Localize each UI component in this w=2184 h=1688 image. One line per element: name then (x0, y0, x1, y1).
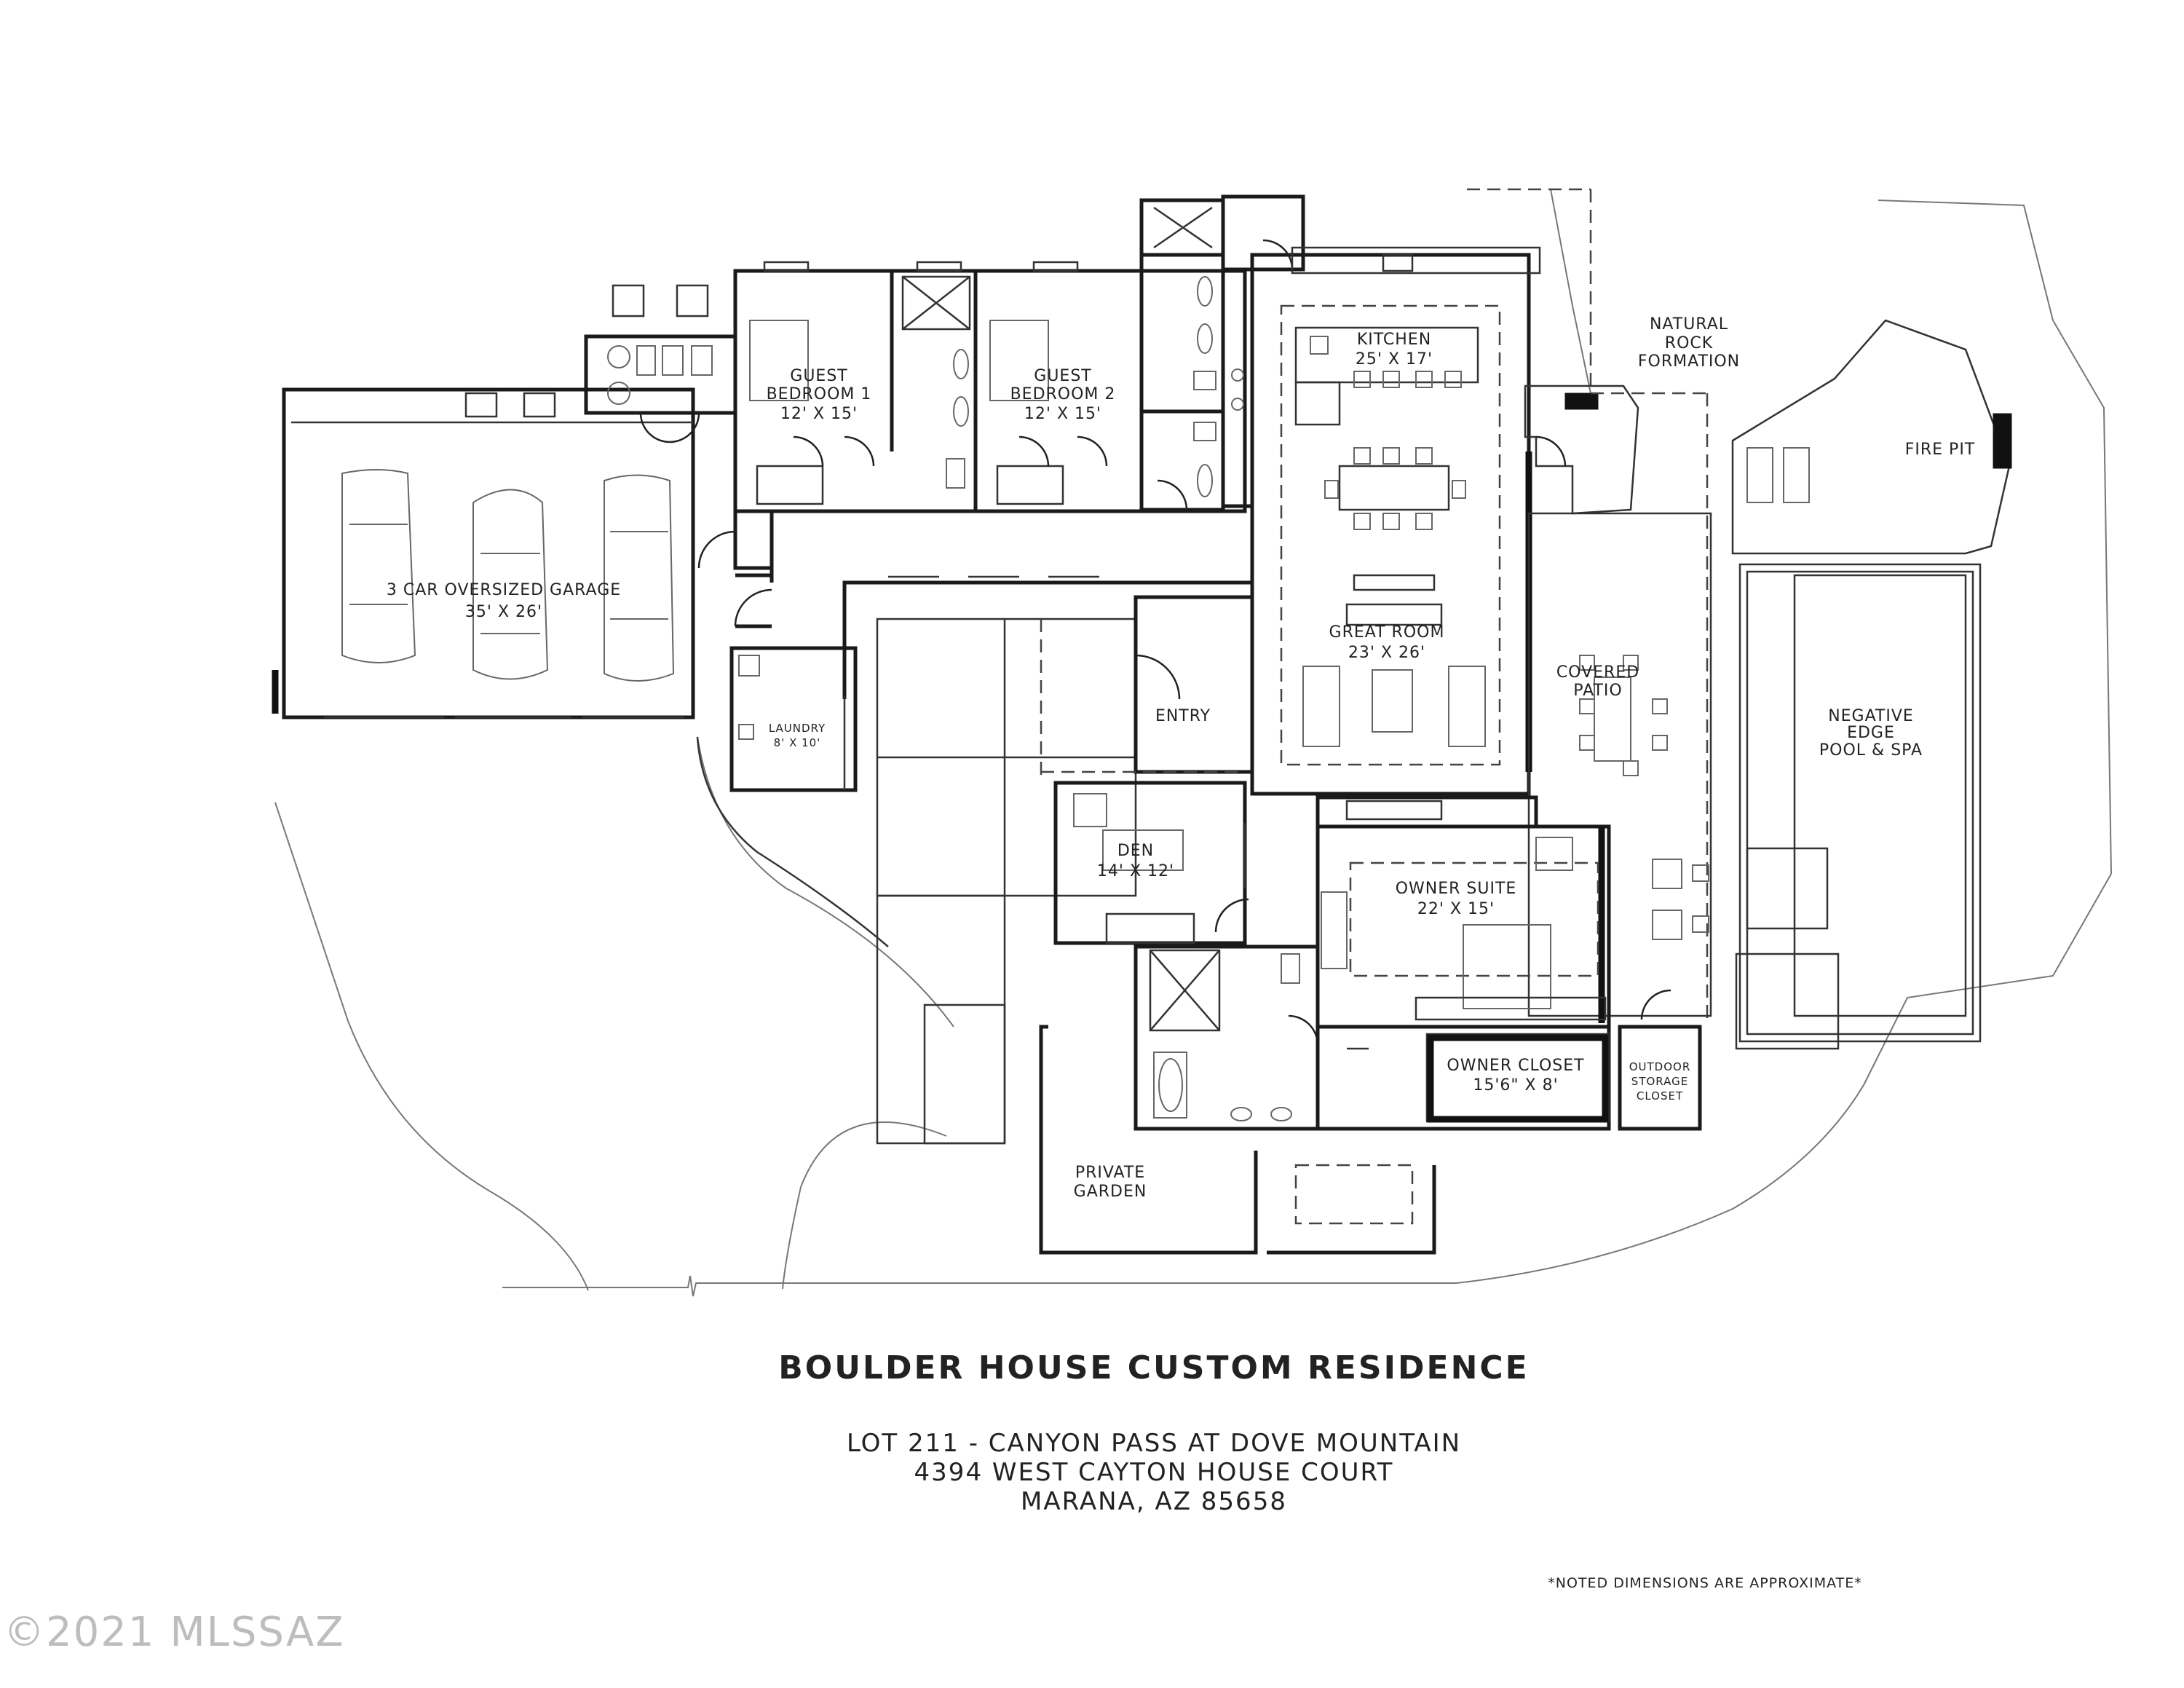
address-line-3: MARANA, AZ 85658 (1021, 1487, 1287, 1516)
garage-cars (341, 469, 675, 682)
laundry-dimensions: 8' X 10' (774, 736, 821, 749)
garage (272, 387, 695, 719)
kitchen-terrace (1291, 188, 1592, 393)
fire-pit-label: FIRE PIT (1905, 441, 1976, 459)
guest-bedroom-2-label-2: BEDROOM 2 (1010, 385, 1116, 403)
owner-closet-label: OWNER CLOSET (1447, 1057, 1584, 1075)
kitchen-dimensions: 25' X 17' (1356, 350, 1433, 368)
great-room-label: GREAT ROOM (1329, 623, 1445, 642)
pool-label-2: EDGE (1847, 724, 1895, 742)
hall-baths (1139, 198, 1225, 512)
private-garden (1039, 1025, 1436, 1255)
room-labels: 3 CAR OVERSIZED GARAGE 35' X 26' GUEST B… (387, 315, 1976, 1201)
courtyard (876, 618, 1137, 1145)
garden-label-2: GARDEN (1074, 1183, 1147, 1201)
garden-label-1: PRIVATE (1075, 1164, 1145, 1182)
entry (1133, 595, 1254, 774)
guest-bedroom-2-dimensions: 12' X 15' (1024, 405, 1101, 423)
owner-suite-dimensions: 22' X 15' (1417, 900, 1495, 918)
fire-pit-terrace (1731, 319, 2012, 555)
den-dimensions: 14' X 12' (1097, 862, 1174, 880)
title-block: BOULDER HOUSE CUSTOM RESIDENCE LOT 211 -… (778, 1349, 1861, 1591)
rock-label-3: FORMATION (1638, 352, 1740, 371)
kitchen-label: KITCHEN (1357, 331, 1431, 349)
storage-closet (1618, 1025, 1702, 1131)
fireplace-rock (1524, 384, 1709, 1019)
owner-closet-dimensions: 15'6" X 8' (1473, 1076, 1558, 1095)
guest-bedroom-1-label-1: GUEST (790, 367, 847, 385)
mudroom (584, 284, 737, 443)
laundry (729, 646, 858, 792)
owner-bath (1133, 944, 1320, 1131)
owner-closet (1315, 1025, 1611, 1131)
copyright-watermark: ©2021 MLSSAZ (4, 1609, 345, 1656)
patio-label-2: PATIO (1573, 682, 1622, 700)
powder-bath (1221, 194, 1305, 508)
laundry-label: LAUNDRY (769, 722, 826, 735)
den (1041, 770, 1249, 945)
dimensions-note: *NOTED DIMENSIONS ARE APPROXIMATE* (1548, 1575, 1861, 1591)
gallery (697, 510, 1252, 699)
storage-label-3: CLOSET (1637, 1089, 1683, 1103)
plan-title: BOULDER HOUSE CUSTOM RESIDENCE (778, 1349, 1530, 1387)
guest-bedroom-1-dimensions: 12' X 15' (780, 405, 858, 423)
entry-label: ENTRY (1155, 707, 1211, 725)
garage-dimensions: 35' X 26' (465, 603, 542, 621)
address-line-1: LOT 211 - CANYON PASS AT DOVE MOUNTAIN (847, 1429, 1461, 1458)
rock-label-1: NATURAL (1650, 315, 1728, 334)
address-line-2: 4394 WEST CAYTON HOUSE COURT (914, 1458, 1394, 1487)
pool (1735, 563, 1982, 1050)
great-room-dimensions: 23' X 26' (1348, 644, 1425, 662)
rock-label-2: ROCK (1665, 334, 1713, 352)
patio-label-1: COVERED (1556, 663, 1639, 682)
owner-suite-label: OWNER SUITE (1396, 880, 1517, 898)
storage-label-1: OUTDOOR (1629, 1060, 1691, 1073)
pool-label-1: NEGATIVE (1828, 707, 1914, 725)
owner-suite (1315, 795, 1671, 1029)
garage-label: 3 CAR OVERSIZED GARAGE (387, 581, 621, 599)
den-label: DEN (1117, 842, 1154, 860)
covered-patio (1527, 512, 1712, 1017)
pool-label-3: POOL & SPA (1819, 741, 1923, 760)
guest-bedroom-1-label-2: BEDROOM 1 (767, 385, 872, 403)
storage-label-2: STORAGE (1631, 1075, 1688, 1088)
guest-bedroom-2-label-1: GUEST (1034, 367, 1091, 385)
